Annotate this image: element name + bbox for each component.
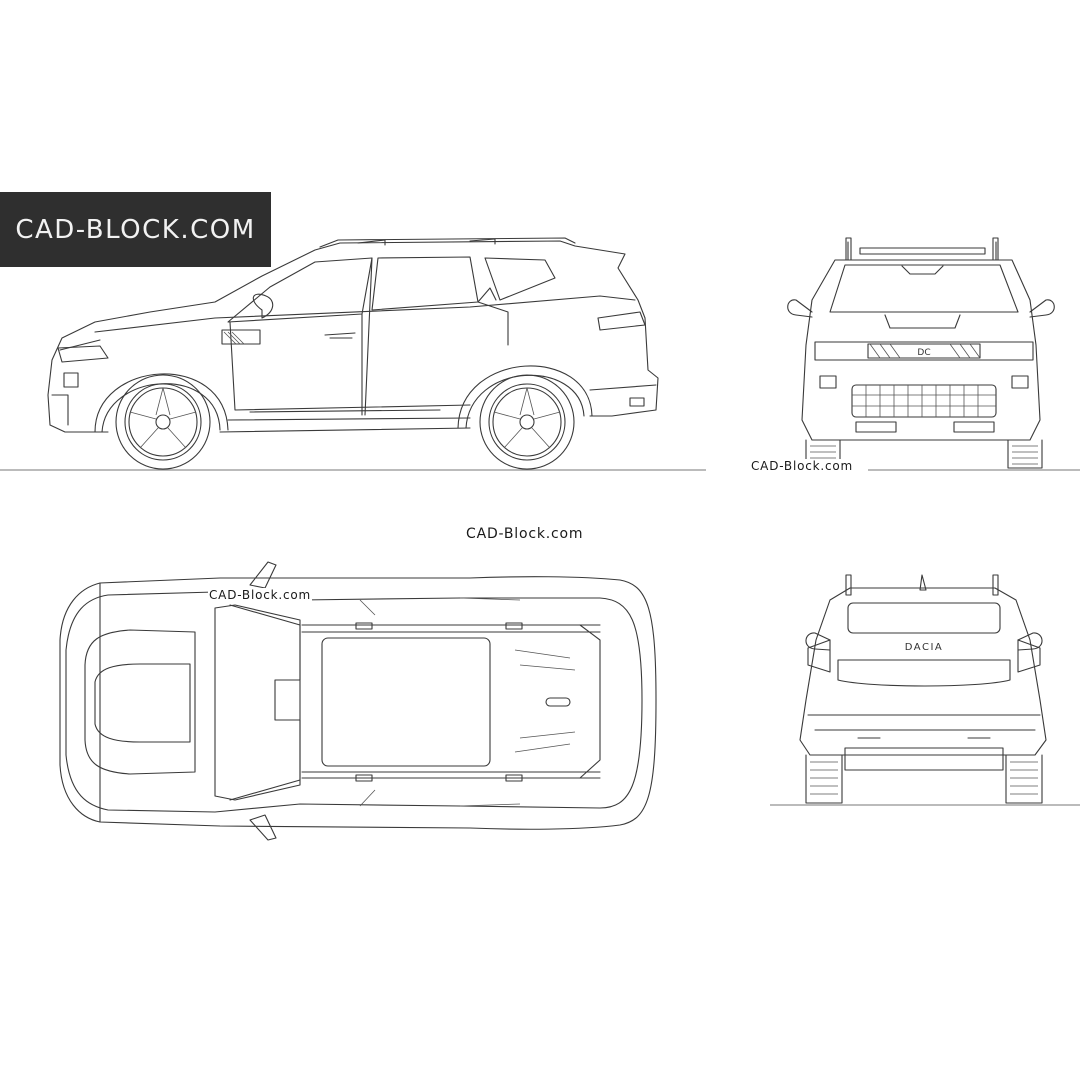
top-view xyxy=(59,561,657,841)
front-view: DC xyxy=(787,237,1080,471)
mirror-right xyxy=(249,814,277,841)
side-view xyxy=(0,237,706,471)
rear-window xyxy=(847,602,1001,634)
rear-wheel xyxy=(479,374,575,470)
mirror-left xyxy=(249,561,277,589)
front-badge: DC xyxy=(917,348,930,358)
rear-view: DACIA xyxy=(770,574,1080,806)
front-wheel xyxy=(115,374,211,470)
rear-badge: DACIA xyxy=(905,642,943,653)
watermark-center: CAD-Block.com xyxy=(465,526,585,542)
watermark-front-view: CAD-Block.com xyxy=(750,459,855,473)
windshield xyxy=(829,264,1019,313)
brand-banner-text: CAD-BLOCK.COM xyxy=(15,214,256,245)
side-mirror xyxy=(252,293,274,319)
watermark-top-view: CAD-Block.com xyxy=(208,588,313,602)
brand-banner: CAD-BLOCK.COM xyxy=(0,192,271,267)
sunroof xyxy=(321,637,491,767)
